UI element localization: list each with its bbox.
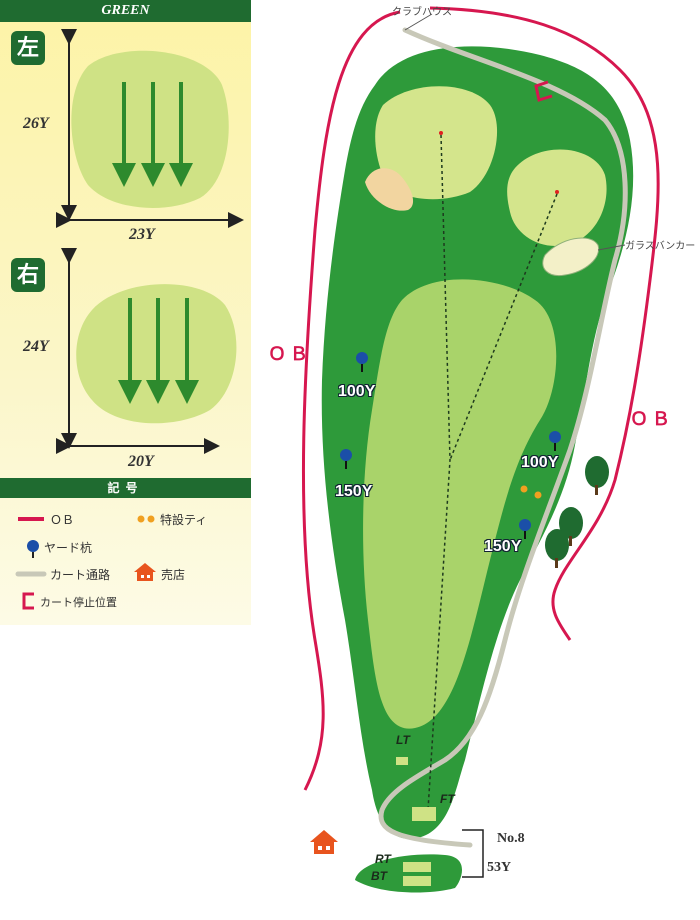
yard-label-left-150: 150Y (335, 483, 373, 500)
green-left-badge: 左 (11, 31, 45, 65)
yard-label-left-100: 100Y (338, 383, 376, 400)
fairway (363, 279, 557, 729)
tee-label-bt: BT (371, 869, 387, 883)
yard-label-right-100: 100Y (521, 454, 559, 471)
ob-right-label: ＯＢ (630, 409, 674, 429)
yard-post-left-150 (340, 449, 352, 469)
ob-left-label: ＯＢ (268, 344, 312, 364)
distance-bracket (462, 829, 484, 878)
yard-label-right-150: 150Y (484, 538, 522, 555)
tee-box-back (355, 854, 463, 893)
legend-cart-path-label: カート通路 (50, 568, 111, 582)
clubhouse-label: クラブハウス (392, 7, 452, 18)
cart-path (378, 27, 628, 848)
yard-post-right-100 (549, 431, 561, 451)
green-diagrams (15, 29, 244, 610)
legend-special-tee-dot (137, 515, 145, 523)
green-section-title: GREEN (0, 0, 251, 22)
yard-post-left-100 (356, 352, 368, 372)
tee-label-lt: LT (396, 733, 410, 747)
legend-special-tee-label: 特設ティ (160, 513, 208, 527)
legend-cart-stop-icon (22, 592, 34, 610)
green-right-width: 20Y (128, 453, 154, 470)
legend-shop-label: 売店 (161, 568, 186, 582)
legend-shop-icon (134, 563, 156, 581)
lt-tee-box (396, 757, 408, 765)
green-right (507, 149, 607, 246)
ft-tee-box (412, 807, 436, 821)
legend-ob-label: ＯＢ (50, 513, 75, 527)
yard-post-right-150 (519, 519, 531, 539)
green-right-depth: 24Y (23, 338, 49, 355)
tee-label-ft: FT (440, 792, 455, 806)
special-tee-dot (520, 485, 528, 493)
hole-distance: 53Y (487, 860, 512, 875)
green-left-width: 23Y (129, 226, 155, 243)
aim-line-left (427, 134, 451, 811)
legend-cart-stop-label: カート停止位置 (40, 597, 117, 609)
tree-group (545, 456, 609, 568)
legend-yard-post-icon (27, 540, 39, 558)
ob-line-left (301, 10, 401, 791)
tee-label-rt: RT (375, 852, 391, 866)
sand-bunker (365, 168, 414, 211)
legend-yard-post-label: ヤード杭 (44, 541, 93, 555)
cart-stop-marker (534, 80, 553, 102)
rt-tee-box (403, 862, 431, 872)
glass-bunker-label: ガラスバンカー (625, 241, 696, 252)
bt-tee-box (403, 876, 431, 886)
green-left (375, 86, 498, 200)
hole-number: No.8 (497, 831, 525, 846)
green-right-badge: 右 (11, 258, 45, 292)
glass-bunker (542, 237, 600, 277)
green-left-depth: 26Y (23, 115, 49, 132)
legend-title: 記号 (0, 478, 251, 498)
shop-icon (310, 830, 338, 854)
ob-line-right (429, 6, 660, 641)
